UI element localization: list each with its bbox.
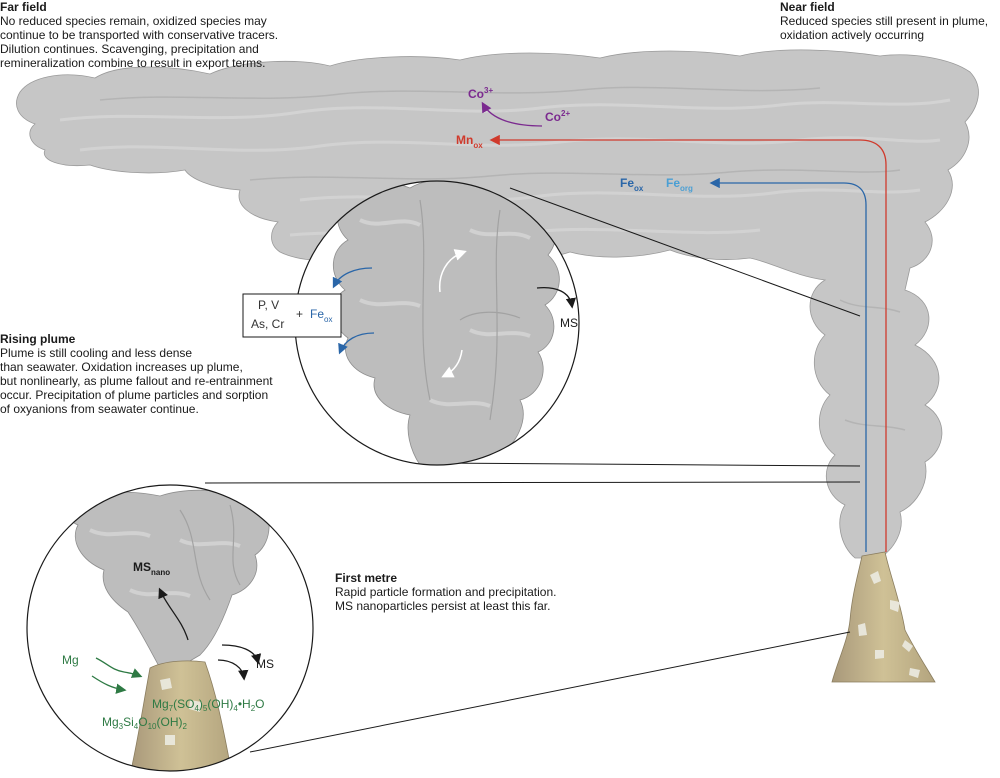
first-metre-heading: First metre	[335, 571, 398, 585]
rising-plume-line: than seawater. Oxidation increases up pl…	[0, 360, 243, 374]
feox-box-label: Feox	[310, 307, 332, 324]
far-field-line: No reduced species remain, oxidized spec…	[0, 14, 267, 28]
ms-first-label: MS	[256, 657, 274, 671]
oxyanions-line1: P, V	[258, 298, 279, 312]
first-metre-line: Rapid particle formation and precipitati…	[335, 585, 557, 599]
mg-arrow-1	[95, 657, 143, 678]
plus-sign: +	[296, 307, 303, 321]
ms-nano-arrow	[158, 587, 189, 641]
co-oxidation-arrow	[481, 101, 543, 127]
oxyanions-line2: As, Cr	[251, 317, 284, 331]
mnox-label: Mnox	[456, 133, 483, 150]
sorption-arrow-lower	[338, 332, 375, 355]
entrainment-arrow-down	[441, 349, 463, 378]
mn-pathway-arrow	[489, 134, 887, 552]
entrainment-arrow-up	[438, 249, 467, 293]
near-field-text: Near field Reduced species still present…	[780, 0, 1000, 42]
far-field-line: continue to be transported with conserva…	[0, 28, 279, 42]
far-field-line: remineralization combine to result in ex…	[0, 56, 266, 70]
ms-nano-label: MSnano	[133, 560, 170, 577]
mineral-silicate-label: Mg3Si4O10(OH)2	[102, 715, 188, 731]
near-field-heading: Near field	[780, 0, 835, 14]
far-field-line: Dilution continues. Scavenging, precipit…	[0, 42, 259, 56]
oxyanion-box	[242, 293, 342, 338]
first-metre-zoom	[26, 484, 314, 772]
rising-plume-line: but nonlinearly, as plume fallout and re…	[0, 374, 273, 388]
first-metre-line: MS nanoparticles persist at least this f…	[335, 599, 551, 613]
feox-label: Feox	[620, 176, 644, 193]
far-field-heading: Far field	[0, 0, 47, 14]
zoom-leader-lines	[204, 187, 861, 753]
mg-arrow-2	[91, 675, 127, 694]
cloud-shadow	[99, 86, 906, 431]
near-field-line: Reduced species still present in plume,	[780, 14, 989, 28]
first-metre-text: First metre Rapid particle formation and…	[335, 571, 595, 613]
rising-plume-text: Rising plume Plume is still cooling and …	[0, 332, 310, 416]
mg-label: Mg	[62, 653, 79, 667]
sorption-arrow-upper	[332, 267, 373, 289]
chimney-main	[831, 551, 936, 683]
ms-precip-arrow-1	[221, 644, 262, 665]
plume-cloud	[16, 49, 979, 559]
near-field-line: oxidation actively occurring	[780, 28, 925, 42]
far-field-text: Far field No reduced species remain, oxi…	[0, 0, 330, 70]
rising-plume-zoom	[294, 180, 580, 466]
feorg-label: Feorg	[666, 176, 693, 193]
fe-pathway-arrow	[709, 177, 867, 552]
ms-precip-arrow-2	[217, 659, 249, 681]
ms-fallout-arrow	[536, 286, 577, 309]
chimney-highlights	[858, 571, 920, 678]
co2-label: Co2+	[545, 109, 570, 124]
rising-plume-line: of oxyanions from seawater continue.	[0, 402, 199, 416]
rising-plume-line: Plume is still cooling and less dense	[0, 346, 193, 360]
rising-plume-line: occur. Precipitation of plume particles …	[0, 388, 269, 402]
rising-plume-heading: Rising plume	[0, 332, 76, 346]
ms-rising-label: MS	[560, 316, 578, 330]
co3-label: Co3+	[468, 86, 493, 101]
